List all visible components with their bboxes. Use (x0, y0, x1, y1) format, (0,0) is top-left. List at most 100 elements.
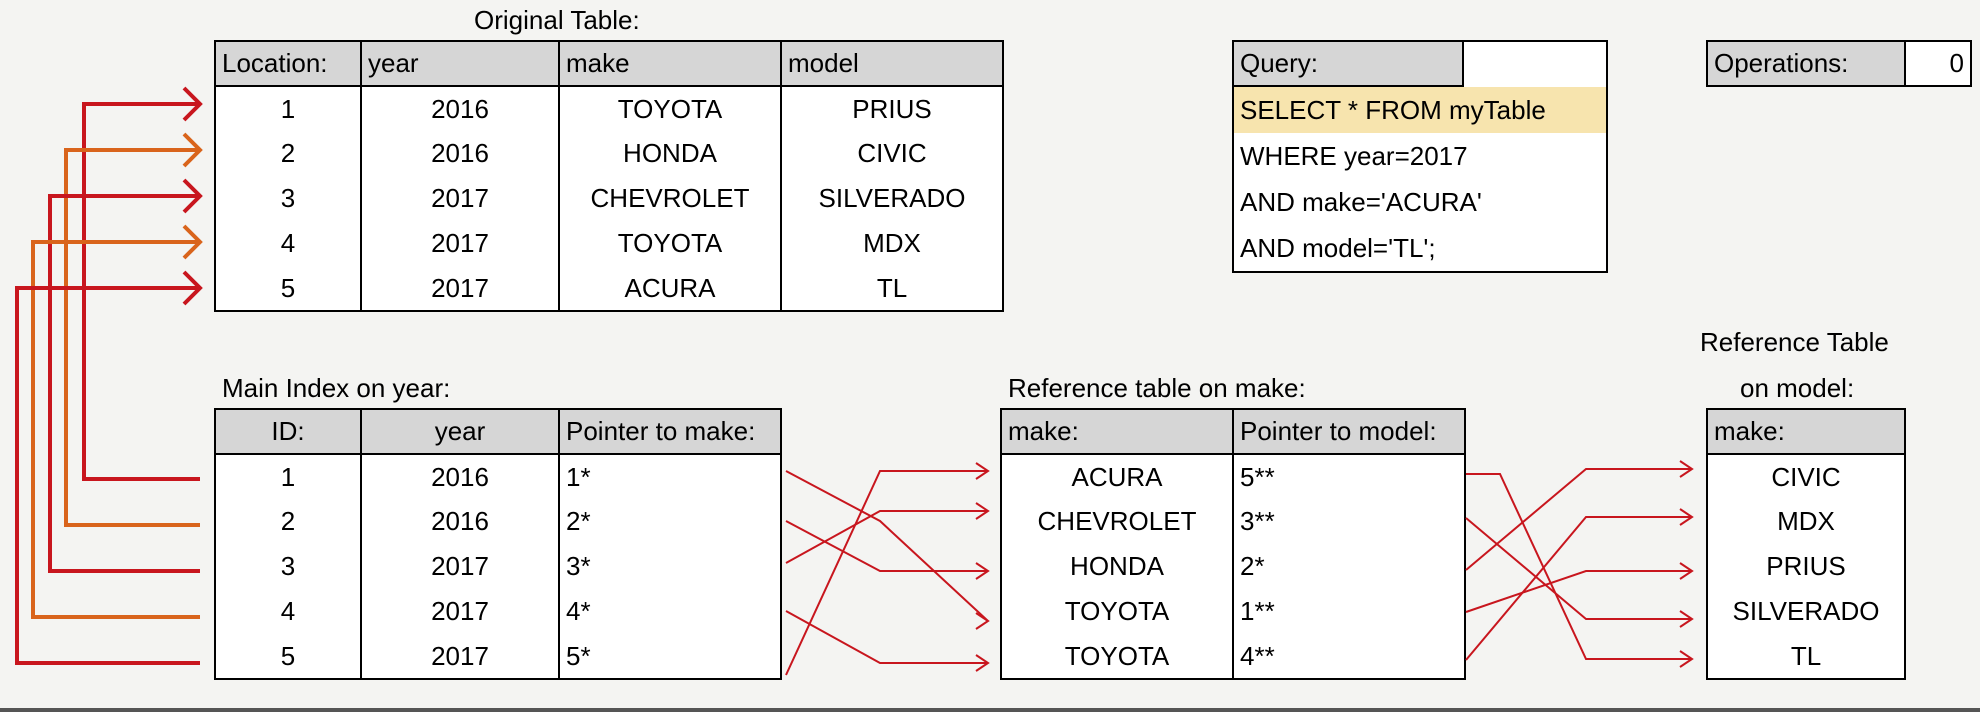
col-header-location: Location: (214, 40, 362, 87)
arrow-model-2-to-civic (1465, 468, 1692, 571)
arrowhead-make-toyota2 (975, 654, 990, 672)
cell: 4 (214, 589, 362, 634)
arrowhead-model-prius (1679, 562, 1694, 580)
cell: 3 (214, 176, 362, 221)
cell: 5 (214, 266, 362, 312)
col-header-pointer-make: Pointer to make: (558, 408, 782, 455)
cell: HONDA (558, 131, 782, 176)
arrowhead-loc2 (182, 132, 203, 168)
cell: SILVERADO (1706, 589, 1906, 634)
arrow-index1-to-loc1 (82, 102, 200, 481)
col-header-make: make (558, 40, 782, 87)
arrow-make-5-to-acura (785, 470, 988, 676)
arrowhead-loc4 (182, 224, 203, 260)
arrowhead-make-toyota1 (975, 612, 990, 630)
table-row: 4 2017 4* (214, 589, 782, 634)
ref-model-header: make: (1706, 408, 1906, 455)
cell: 2017 (360, 589, 560, 634)
operations-counter: Operations: 0 (1706, 40, 1972, 87)
cell: PRIUS (780, 86, 1004, 131)
cell: 4 (214, 221, 362, 266)
bottom-divider (0, 708, 1980, 712)
main-index-table: ID: year Pointer to make: 1 2016 1* 2 20… (214, 408, 782, 680)
cell: CIVIC (780, 131, 1004, 176)
table-row: CHEVROLET 3** (1000, 499, 1466, 544)
cell: 2017 (360, 221, 560, 266)
cell: 2016 (360, 86, 560, 131)
original-table-title: Original Table: (474, 5, 640, 35)
ref-make-table: make: Pointer to model: ACURA 5** CHEVRO… (1000, 408, 1466, 680)
cell: TL (1706, 634, 1906, 680)
table-row: 5 2017 ACURA TL (214, 266, 1004, 312)
table-row: 2 2016 HONDA CIVIC (214, 131, 1004, 176)
cell: 2 (214, 131, 362, 176)
operations-label: Operations: (1708, 42, 1906, 85)
query-line-select: SELECT * FROM myTable (1234, 87, 1606, 133)
cell: 2* (558, 499, 782, 544)
arrow-index4-to-loc4 (31, 240, 200, 619)
cell: 2016 (360, 131, 560, 176)
cell: 2017 (360, 544, 560, 589)
arrow-model-5-to-tl (1466, 473, 1692, 660)
table-row: 4 2017 TOYOTA MDX (214, 221, 1004, 266)
arrowhead-model-mdx (1679, 508, 1694, 526)
table-row: 5 2017 5* (214, 634, 782, 680)
cell: 1 (214, 454, 362, 499)
arrowhead-make-chevrolet (975, 502, 990, 520)
operations-value: 0 (1906, 42, 1970, 85)
cell: 5* (558, 634, 782, 680)
cell: 4** (1232, 634, 1466, 680)
cell: 2* (1232, 544, 1466, 589)
table-row: TOYOTA 1** (1000, 589, 1466, 634)
cell: TOYOTA (558, 86, 782, 131)
ref-model-title-line1: Reference Table (1700, 327, 1889, 357)
table-row: TL (1706, 634, 1906, 680)
cell: 2017 (360, 266, 560, 312)
arrowhead-model-silverado (1679, 610, 1694, 628)
arrowhead-loc3 (182, 178, 203, 214)
table-row: 3 2017 3* (214, 544, 782, 589)
cell: 4* (558, 589, 782, 634)
ref-make-title: Reference table on make: (1008, 373, 1306, 403)
cell: 3* (558, 544, 782, 589)
cell: 1** (1232, 589, 1466, 634)
col-header-pointer-model: Pointer to model: (1232, 408, 1466, 455)
cell: 2016 (360, 454, 560, 499)
col-header-make: make: (1706, 408, 1906, 455)
query-line-make: AND make='ACURA' (1240, 187, 1482, 217)
original-table-header: Location: year make model (214, 40, 1004, 87)
table-row: TOYOTA 4** (1000, 634, 1466, 680)
arrowhead-loc5 (182, 270, 203, 306)
cell: 1* (558, 454, 782, 499)
cell: ACURA (558, 266, 782, 312)
table-row: 2 2016 2* (214, 499, 782, 544)
original-table: Location: year make model 1 2016 TOYOTA … (214, 40, 1004, 312)
table-row: 3 2017 CHEVROLET SILVERADO (214, 176, 1004, 221)
query-box: Query: SELECT * FROM myTable WHERE year=… (1232, 40, 1608, 273)
table-row: PRIUS (1706, 544, 1906, 589)
arrow-model-4-to-mdx (1465, 516, 1692, 661)
cell: CHEVROLET (558, 176, 782, 221)
main-index-title: Main Index on year: (222, 373, 451, 403)
ref-make-header: make: Pointer to model: (1000, 408, 1466, 455)
table-row: 1 2016 TOYOTA PRIUS (214, 86, 1004, 131)
cell: PRIUS (1706, 544, 1906, 589)
cell: TOYOTA (1000, 634, 1234, 680)
main-index-header: ID: year Pointer to make: (214, 408, 782, 455)
ref-model-table: make: CIVIC MDX PRIUS SILVERADO TL (1706, 408, 1906, 680)
col-header-model: model (780, 40, 1004, 87)
col-header-year: year (360, 40, 560, 87)
ref-model-title-line2: on model: (1740, 373, 1855, 403)
table-row: 1 2016 1* (214, 454, 782, 499)
cell: TL (780, 266, 1004, 312)
col-header-year: year (360, 408, 560, 455)
cell: 2016 (360, 499, 560, 544)
arrow-make-1-to-toyota (785, 470, 989, 622)
arrow-index5-to-loc5 (15, 286, 200, 665)
table-row: MDX (1706, 499, 1906, 544)
arrow-index3-to-loc3 (48, 194, 200, 573)
cell: 2017 (360, 634, 560, 680)
arrowhead-model-tl (1679, 650, 1694, 668)
col-header-id: ID: (214, 408, 362, 455)
cell: CHEVROLET (1000, 499, 1234, 544)
